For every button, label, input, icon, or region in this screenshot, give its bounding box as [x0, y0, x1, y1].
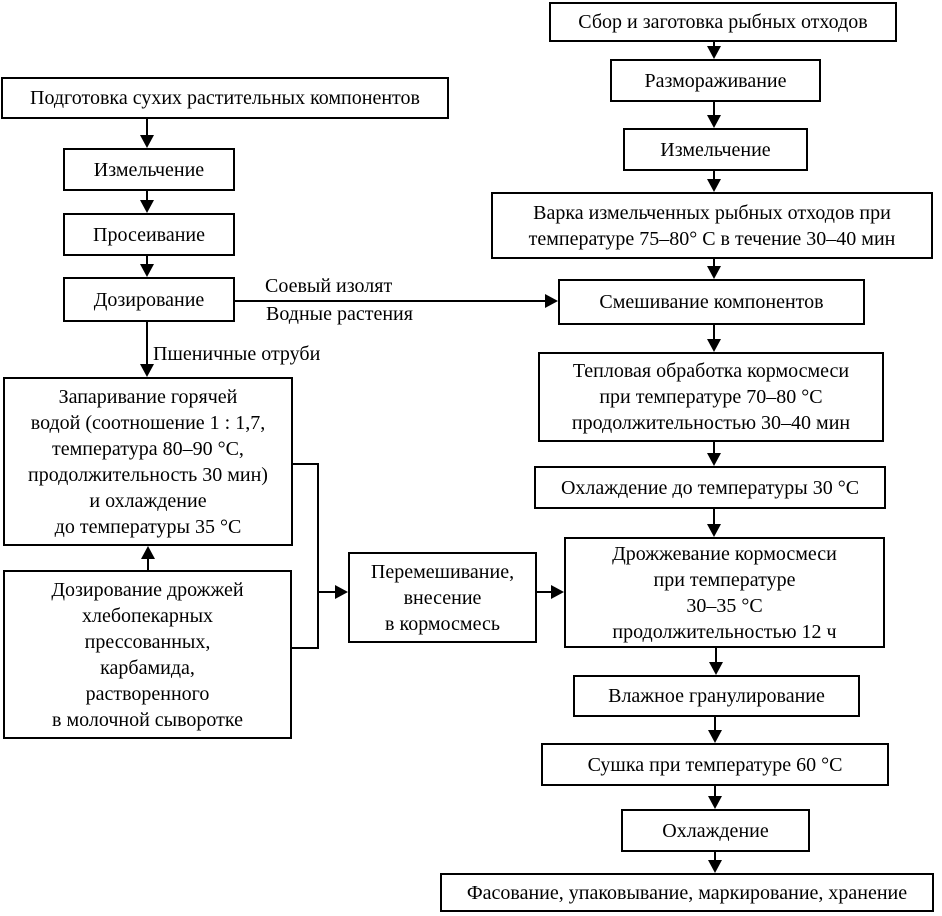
node-fasovanie: Фасование, упаковывание, маркирование, х…: [440, 873, 934, 912]
arrow-shaft: [235, 300, 545, 302]
connector-line: [292, 647, 319, 649]
node-vlazhnoe-granulirovanie: Влажное гранулирование: [573, 675, 860, 717]
arrow-shaft: [713, 259, 715, 266]
arrow-shaft: [713, 325, 715, 339]
arrow-shaft: [146, 256, 148, 264]
arrow-shaft: [146, 191, 148, 200]
arrowhead-down-icon: [707, 46, 721, 59]
node-teplovaya-obrabotka: Тепловая обработка кормосмеси при темпер…: [538, 352, 884, 442]
arrow-shaft: [713, 171, 715, 179]
node-ohlazhdenie-do-30: Охлаждение до температуры 30 °С: [534, 466, 886, 509]
node-razmorazhivanie: Размораживание: [610, 59, 821, 102]
arrowhead-down-icon: [708, 796, 722, 809]
node-smeshivanie-komponentov: Смешивание компонентов: [558, 279, 865, 325]
arrow-shaft: [713, 509, 715, 524]
arrowhead-down-icon: [708, 860, 722, 873]
arrowhead-right-icon: [545, 294, 558, 308]
arrow-shaft: [715, 648, 717, 662]
arrow-shaft: [713, 102, 715, 115]
connector-line: [293, 463, 319, 465]
edge-label-vodnye-rasteniya: Водные растения: [266, 303, 413, 325]
node-peremeshivanie: Перемешивание, внесение в кормосмесь: [348, 552, 537, 643]
node-varka: Варка измельченных рыбных отходов при те…: [491, 192, 933, 259]
arrow-shaft: [147, 558, 149, 570]
arrowhead-right-icon: [335, 585, 348, 599]
node-ohlazhdenie-final: Охлаждение: [621, 809, 810, 852]
arrowhead-down-icon: [707, 453, 721, 466]
node-izmelchenie-right: Измельчение: [623, 128, 808, 171]
connector-line: [317, 463, 319, 649]
node-dozirovanie-drozhzhey: Дозирование дрожжей хлебопекарных прессо…: [3, 570, 292, 739]
arrowhead-down-icon: [140, 135, 154, 148]
arrowhead-down-icon: [707, 339, 721, 352]
arrowhead-down-icon: [140, 364, 154, 377]
arrow-shaft: [146, 119, 148, 135]
arrow-shaft: [537, 591, 551, 593]
node-drozhzhevanie: Дрожжевание кормосмеси при температуре 3…: [564, 537, 885, 648]
arrowhead-up-icon: [141, 546, 155, 559]
arrowhead-down-icon: [140, 200, 154, 213]
arrow-shaft: [713, 42, 715, 46]
node-zaparivanie: Запаривание горячей водой (соотношение 1…: [3, 377, 293, 546]
node-sbor-rybnyh-othodov: Сбор и заготовка рыбных отходов: [549, 2, 897, 42]
arrowhead-down-icon: [707, 524, 721, 537]
arrowhead-down-icon: [707, 179, 721, 192]
node-podgotovka-suhih-komponentov: Подготовка сухих растительных компоненто…: [1, 77, 449, 119]
arrow-shaft: [713, 442, 715, 453]
node-izmelchenie-left: Измельчение: [63, 148, 235, 191]
node-dozirovanie: Дозирование: [63, 277, 235, 322]
arrowhead-down-icon: [709, 662, 723, 675]
arrowhead-down-icon: [707, 266, 721, 279]
arrow-shaft: [317, 591, 335, 593]
node-proseivanie: Просеивание: [63, 213, 235, 256]
edge-label-soevyj-izolyat: Соевый изолят: [265, 275, 393, 297]
arrow-shaft: [146, 322, 148, 364]
arrowhead-down-icon: [708, 730, 722, 743]
arrowhead-right-icon: [551, 585, 564, 599]
arrowhead-down-icon: [140, 264, 154, 277]
arrowhead-down-icon: [707, 115, 721, 128]
edge-label-pshenichnye-otrubi: Пшеничные отруби: [153, 343, 321, 365]
arrow-shaft: [714, 717, 716, 730]
node-sushka: Сушка при температуре 60 °С: [541, 743, 889, 786]
arrow-shaft: [714, 786, 716, 796]
arrow-shaft: [714, 852, 716, 860]
